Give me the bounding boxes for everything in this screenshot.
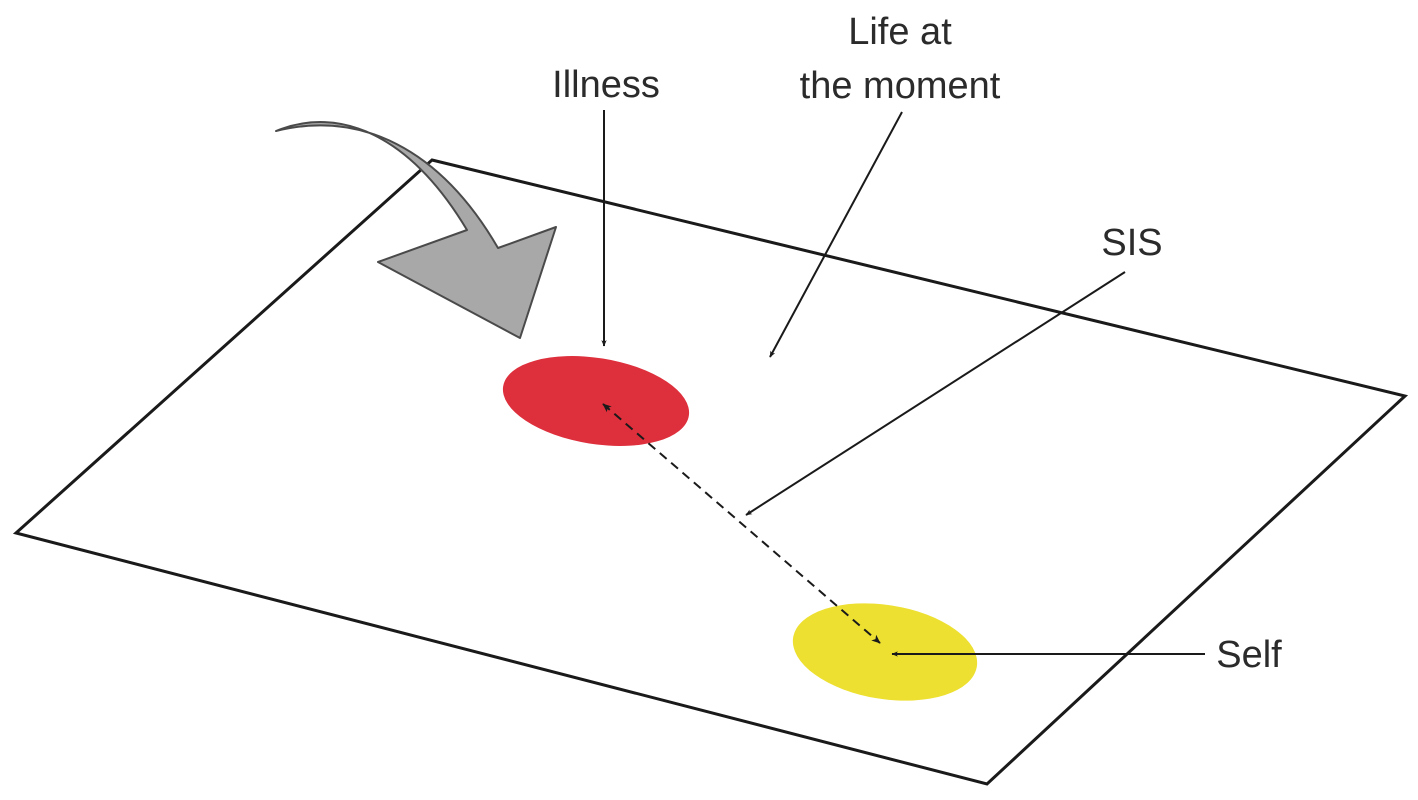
life-plane <box>12 158 1409 786</box>
sis-label: SIS <box>1101 222 1162 264</box>
life-label-line1: Life at <box>848 11 952 53</box>
illness-label: Illness <box>552 64 660 106</box>
life-pointer <box>769 111 903 358</box>
self-label: Self <box>1216 634 1282 676</box>
sis-pointer <box>745 271 1126 516</box>
sis-dashed-connector <box>602 403 881 644</box>
big-curved-arrow <box>275 121 557 339</box>
life-label-line2: the moment <box>800 65 1001 107</box>
